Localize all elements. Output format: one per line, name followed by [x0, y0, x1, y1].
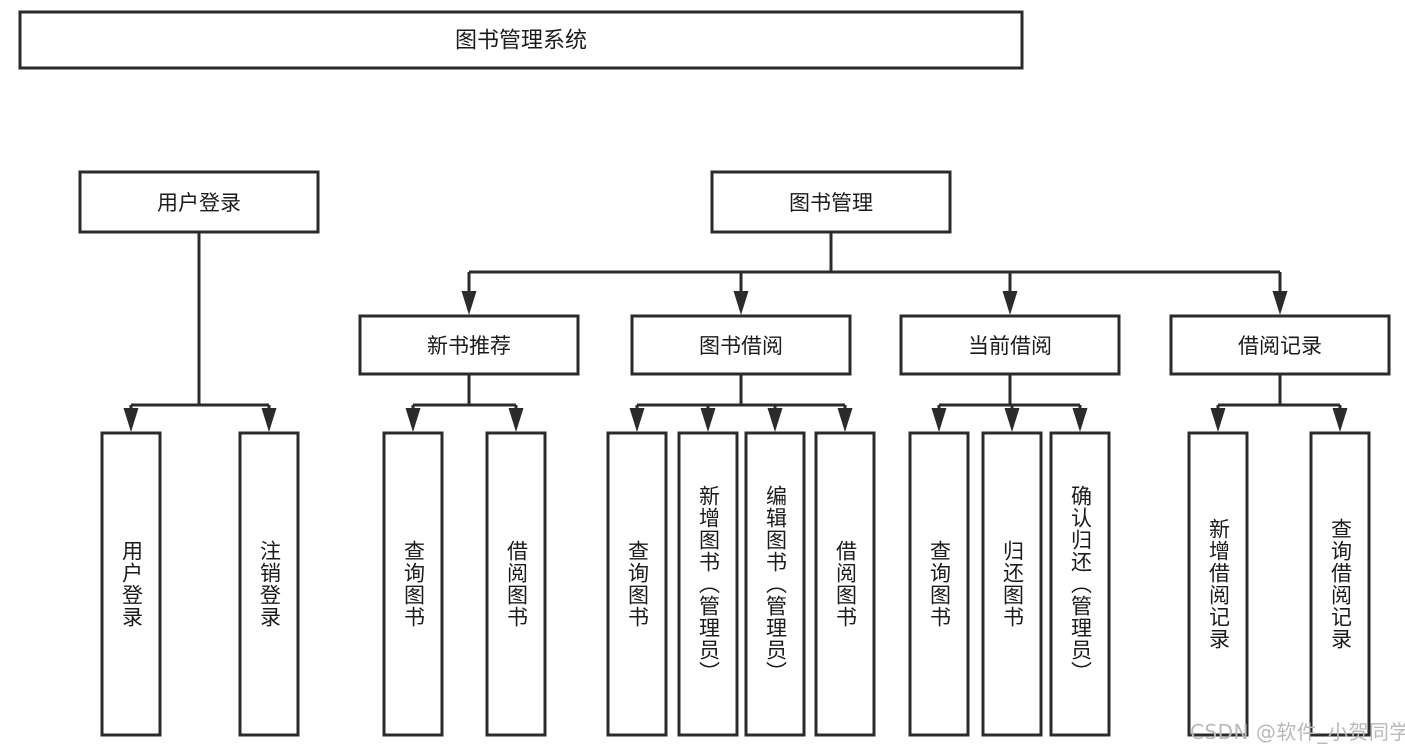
node-label: 借阅记录	[1238, 334, 1322, 358]
node-root[interactable]: 图书管理系统	[18, 10, 1024, 70]
node-user-login[interactable]: 用户登录	[78, 170, 320, 234]
node-new-book-rec[interactable]: 新书推荐	[358, 314, 580, 376]
connector-arrowhead	[123, 408, 139, 432]
node-leaf-confirm-return[interactable]	[1049, 431, 1111, 737]
node-label: 图书借阅	[699, 334, 783, 358]
node-box[interactable]	[814, 431, 876, 737]
node-box[interactable]	[710, 170, 952, 234]
node-leaf-query-book-cur[interactable]	[908, 431, 970, 737]
node-box[interactable]	[1169, 314, 1391, 376]
node-leaf-query-book-rec[interactable]	[382, 431, 444, 737]
connector-arrowhead	[767, 408, 783, 432]
connector-arrowhead	[1004, 408, 1020, 432]
node-leaf-query-record[interactable]	[1309, 431, 1371, 737]
node-box[interactable]	[981, 431, 1043, 737]
node-leaf-edit-book[interactable]	[744, 431, 806, 737]
node-label: 当前借阅	[968, 334, 1052, 358]
connector-arrowhead	[1332, 408, 1348, 432]
node-borrow-record[interactable]: 借阅记录	[1169, 314, 1391, 376]
node-leaf-user-login[interactable]	[100, 431, 162, 737]
connector-group-bus-newbook	[405, 374, 524, 432]
node-leaf-borrow-book[interactable]	[814, 431, 876, 737]
connector-arrowhead	[629, 408, 645, 432]
node-box[interactable]	[630, 314, 852, 376]
connector-arrowhead	[508, 408, 524, 432]
node-label: 图书管理	[789, 191, 873, 215]
connector-arrowhead	[461, 291, 477, 315]
connector-arrowhead	[700, 408, 716, 432]
connector-arrowhead	[1002, 291, 1018, 315]
node-box[interactable]	[18, 10, 1024, 70]
node-box[interactable]	[100, 431, 162, 737]
connector-group-bus-borrow	[629, 374, 853, 432]
watermark-text: CSDN @软件_小贺同学	[1190, 720, 1405, 744]
node-book-manage[interactable]: 图书管理	[710, 170, 952, 234]
connector-arrowhead	[733, 291, 749, 315]
node-box[interactable]	[908, 431, 970, 737]
node-leaf-return-book[interactable]	[981, 431, 1043, 737]
node-box[interactable]	[238, 431, 300, 737]
connector-arrowhead	[405, 408, 421, 432]
connector-group-bus-current	[931, 374, 1088, 432]
connector-arrowhead	[931, 408, 947, 432]
node-box[interactable]	[382, 431, 444, 737]
node-current-borrow[interactable]: 当前借阅	[899, 314, 1121, 376]
node-label: 图书管理系统	[455, 29, 587, 54]
node-label: 用户登录	[157, 191, 241, 215]
connector-arrowhead	[1210, 408, 1226, 432]
connectors-layer	[123, 232, 1348, 432]
connector-group-bus-manage	[461, 232, 1288, 315]
node-box[interactable]	[1187, 431, 1249, 737]
connector-arrowhead	[1072, 408, 1088, 432]
connector-arrowhead	[1272, 291, 1288, 315]
node-leaf-logout[interactable]	[238, 431, 300, 737]
connector-arrowhead	[837, 408, 853, 432]
node-box[interactable]	[899, 314, 1121, 376]
node-leaf-borrow-book-rec[interactable]	[485, 431, 547, 737]
connector-group-bus-login	[123, 232, 277, 432]
node-book-borrow[interactable]: 图书借阅	[630, 314, 852, 376]
node-label: 新书推荐	[427, 334, 511, 358]
node-box[interactable]	[78, 170, 320, 234]
node-leaf-query-book-borrow[interactable]	[606, 431, 668, 737]
node-box[interactable]	[1049, 431, 1111, 737]
node-leaf-add-record[interactable]	[1187, 431, 1249, 737]
node-box[interactable]	[677, 431, 739, 737]
node-box[interactable]	[1309, 431, 1371, 737]
node-box[interactable]	[606, 431, 668, 737]
node-box[interactable]	[358, 314, 580, 376]
connector-group-bus-record	[1210, 374, 1348, 432]
node-box[interactable]	[485, 431, 547, 737]
node-leaf-add-book[interactable]	[677, 431, 739, 737]
node-box[interactable]	[744, 431, 806, 737]
connector-arrowhead	[261, 408, 277, 432]
